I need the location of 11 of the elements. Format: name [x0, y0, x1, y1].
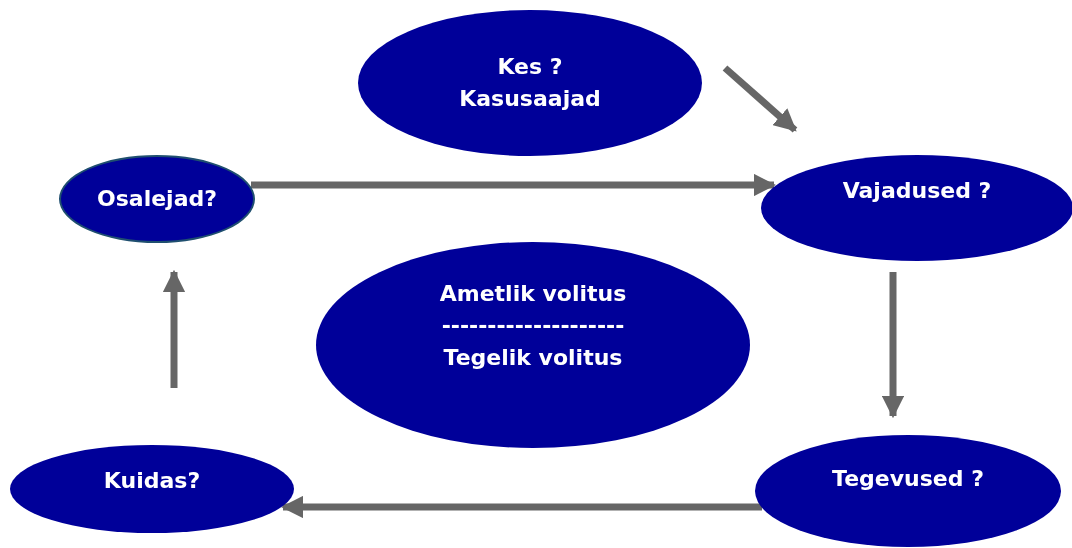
- node-label: Tegelik volitus: [443, 344, 623, 372]
- arrow: [251, 173, 777, 197]
- node-label: Kes ? Kasusaajad: [458, 53, 602, 113]
- arrow: [280, 495, 762, 519]
- node-label: Kuidas?: [103, 467, 201, 495]
- node-label: Tegevused ?: [832, 465, 984, 493]
- node-label: Vajadused ?: [842, 177, 992, 205]
- node-label: Osalejad?: [97, 185, 217, 213]
- arrow: [722, 65, 798, 133]
- node-label: --------------------: [441, 312, 625, 340]
- node-label: Ametlik volitus: [439, 280, 627, 308]
